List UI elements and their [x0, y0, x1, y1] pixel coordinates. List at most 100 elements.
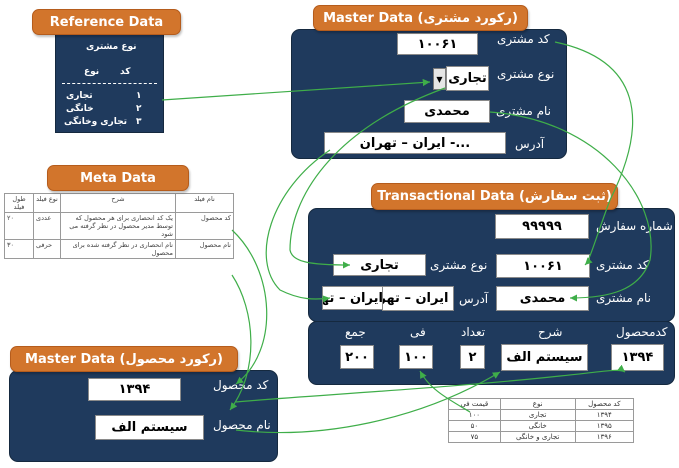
- line-desc-value: سیستم الف: [506, 350, 583, 365]
- customer-type-value: تجاری: [448, 71, 487, 86]
- meta-cell-desc: یک کد انحصاری برای هر محصول که توسط مدیر…: [60, 212, 176, 240]
- meta-header-length: طول فیلد: [4, 193, 34, 213]
- meta-cell-type: عددی: [33, 212, 61, 240]
- line-product-code-field[interactable]: ۱۳۹۴: [611, 344, 664, 371]
- master-customer-title: Master Data (رکورد مشتری): [323, 10, 518, 26]
- line-header-unit-price: فی: [410, 325, 426, 339]
- line-product-code-value: ۱۳۹۴: [621, 350, 654, 365]
- reference-box-title: نوع مشتری: [86, 42, 137, 52]
- meta-data-tab: Meta Data: [47, 165, 189, 191]
- order-customer-name-field[interactable]: محمدی: [496, 286, 589, 311]
- order-address-value: ایران – تهران -...: [383, 291, 453, 306]
- customer-code-value: ۱۰۰۶۱: [417, 36, 458, 52]
- order-customer-type-field[interactable]: تجاری: [333, 254, 426, 276]
- order-customer-code-value: ۱۰۰۶۱: [523, 258, 563, 274]
- customer-name-field[interactable]: محمدی: [404, 100, 490, 123]
- line-unit-price-field[interactable]: ۱۰۰: [399, 345, 433, 369]
- reference-row-type: تجاری: [66, 91, 93, 101]
- customer-code-field[interactable]: ۱۰۰۶۱: [397, 33, 478, 55]
- reference-data-title: Reference Data: [49, 14, 164, 30]
- customer-type-label: نوع مشتری: [497, 67, 555, 81]
- line-desc-field[interactable]: سیستم الف: [501, 344, 588, 371]
- meta-cell-name: نام محصول: [175, 239, 234, 259]
- reference-data-box: نوع مشتری کد نوع ۱ تجاری ۲ خانگی ۳ تجاری…: [55, 33, 164, 133]
- table-row: ۲۰ عددی یک کد انحصاری برای هر محصول که ت…: [4, 212, 234, 240]
- product-table-cell: تجاری و خانگی: [499, 431, 576, 443]
- table-row: ۷۵ تجاری و خانگی ۱۳۹۶: [448, 431, 635, 443]
- reference-row-type: خانگی: [66, 104, 94, 114]
- product-code-value: ۱۳۹۴: [118, 382, 151, 397]
- product-price-table: قیمت فی نوع کد محصول ۱۰۰ تجاری ۱۳۹۴ ۵۰ خ…: [448, 398, 635, 443]
- reference-col-type: نوع: [84, 67, 100, 77]
- product-name-value: سیستم الف: [111, 420, 188, 435]
- order-address-field[interactable]: ایران – تهران -...: [382, 286, 454, 311]
- line-header-desc: شرح: [538, 325, 563, 339]
- reference-row-code: ۳: [136, 117, 142, 127]
- master-product-title: Master Data (رکورد محصول): [25, 351, 223, 367]
- meta-cell-length: ۲۰: [4, 212, 34, 240]
- reference-col-code: کد: [120, 67, 131, 77]
- meta-cell-desc: نام انحصاری در نظر گرفته شده برای محصول: [60, 239, 176, 259]
- product-table-header-price: قیمت فی: [448, 398, 501, 410]
- meta-header-name: نام فیلد: [175, 193, 234, 213]
- reference-data-tab: Reference Data: [32, 9, 181, 35]
- transactional-tab: Transactional Data (ثبت سفارش): [371, 183, 618, 210]
- order-number-field[interactable]: ۹۹۹۹۹: [495, 214, 589, 239]
- product-table-cell: ۱۳۹۴: [574, 409, 635, 421]
- master-product-tab: Master Data (رکورد محصول): [10, 346, 238, 372]
- order-number-label: شماره سفارش: [596, 219, 673, 233]
- reference-row-code: ۱: [136, 91, 142, 101]
- product-name-field[interactable]: سیستم الف: [95, 415, 204, 440]
- table-row: ۱۰۰ تجاری ۱۳۹۴: [448, 409, 635, 421]
- customer-name-label: نام مشتری: [496, 104, 552, 118]
- reference-row-code: ۲: [136, 104, 142, 114]
- customer-address-label: آدرس: [515, 137, 545, 151]
- order-customer-name-label: نام مشتری: [596, 291, 652, 305]
- product-table-cell: ۱۳۹۶: [574, 431, 635, 443]
- line-total-field[interactable]: ۲۰۰: [340, 345, 374, 369]
- meta-data-title: Meta Data: [80, 170, 156, 186]
- product-code-label: کد محصول: [213, 378, 269, 392]
- product-table-header-type: نوع: [499, 398, 576, 410]
- transactional-title: Transactional Data (ثبت سفارش): [377, 189, 612, 204]
- meta-header-desc: شرح: [60, 193, 176, 213]
- order-address-label: آدرس: [459, 292, 489, 306]
- order-customer-name-value: محمدی: [519, 291, 566, 306]
- customer-name-value: محمدی: [424, 104, 470, 119]
- customer-type-dropdown-button[interactable]: ▼: [433, 68, 446, 90]
- order-customer-type-label: نوع مشتری: [430, 258, 488, 272]
- order-address-preview-field[interactable]: ایران – تهران -...: [322, 286, 383, 310]
- product-table-header-code: کد محصول: [574, 398, 635, 410]
- chevron-down-icon: ▼: [436, 74, 443, 84]
- meta-cell-name: کد محصول: [175, 212, 234, 240]
- table-header-row: طول فیلد نوع فیلد شرح نام فیلد: [4, 193, 234, 213]
- line-unit-price-value: ۱۰۰: [404, 349, 428, 365]
- product-table-cell: ۱۰۰: [448, 409, 501, 421]
- product-code-field[interactable]: ۱۳۹۴: [88, 378, 181, 401]
- line-header-product-code: کدمحصول: [616, 325, 668, 339]
- product-table-cell: ۷۵: [448, 431, 501, 443]
- customer-type-select[interactable]: تجاری: [446, 66, 489, 91]
- order-customer-code-field[interactable]: ۱۰۰۶۱: [496, 254, 590, 278]
- product-table-cell: تجاری: [499, 409, 576, 421]
- line-header-total: جمع: [345, 325, 366, 339]
- customer-address-value: ایران – تهران -...: [359, 135, 471, 151]
- order-customer-code-label: کد مشتری: [596, 258, 649, 272]
- product-table-cell: ۱۳۹۵: [574, 420, 635, 432]
- meta-data-table: طول فیلد نوع فیلد شرح نام فیلد ۲۰ عددی ی…: [4, 193, 234, 259]
- customer-code-label: کد مشتری: [497, 32, 550, 46]
- reference-row-type: تجاری وخانگی: [64, 117, 127, 127]
- table-row: ۳۰ حرفی نام انحصاری در نظر گرفته شده برا…: [4, 239, 234, 259]
- line-qty-field[interactable]: ۲: [460, 345, 485, 369]
- product-table-cell: خانگی: [499, 420, 576, 432]
- meta-header-type: نوع فیلد: [33, 193, 61, 213]
- order-customer-type-value: تجاری: [360, 257, 399, 273]
- master-customer-tab: Master Data (رکورد مشتری): [313, 5, 528, 31]
- order-number-value: ۹۹۹۹۹: [522, 219, 562, 234]
- reference-separator: [62, 83, 157, 84]
- line-header-qty: تعداد: [461, 325, 486, 339]
- meta-cell-type: حرفی: [33, 239, 61, 259]
- product-name-label: نام محصول: [213, 418, 271, 432]
- customer-address-field[interactable]: ایران – تهران -...: [324, 132, 506, 154]
- table-header-row: قیمت فی نوع کد محصول: [448, 398, 635, 410]
